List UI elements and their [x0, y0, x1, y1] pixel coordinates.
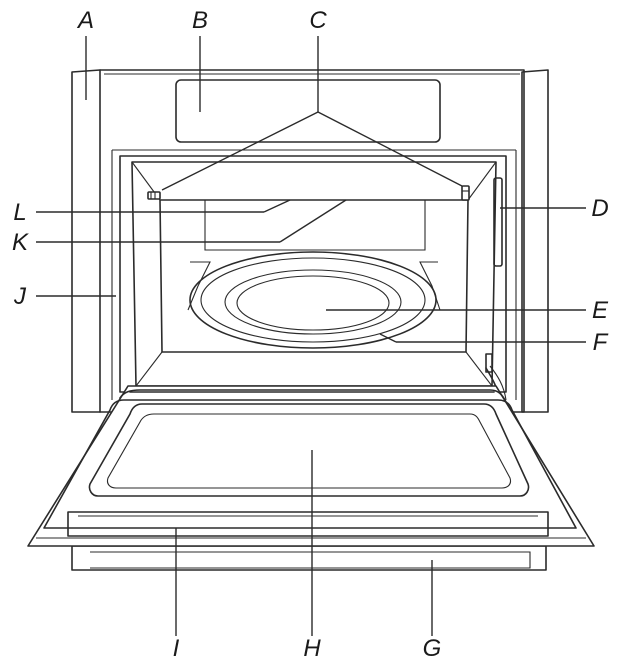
- label-d: D: [591, 195, 608, 222]
- label-c: C: [309, 7, 327, 34]
- label-k: K: [12, 229, 29, 256]
- oven-cavity: [132, 162, 496, 386]
- label-a: A: [76, 7, 94, 34]
- label-f: F: [593, 329, 609, 356]
- label-g: G: [423, 635, 442, 662]
- oven-frame: [72, 70, 548, 412]
- label-l: L: [13, 199, 26, 226]
- turntable: [190, 252, 436, 348]
- control-panel: [176, 80, 440, 142]
- label-b: B: [192, 7, 208, 34]
- label-h: H: [303, 635, 321, 662]
- cavity-lights: [148, 186, 469, 200]
- label-e: E: [592, 297, 609, 324]
- label-j: J: [13, 283, 27, 310]
- label-i: I: [173, 635, 180, 662]
- oven-door: [28, 386, 594, 570]
